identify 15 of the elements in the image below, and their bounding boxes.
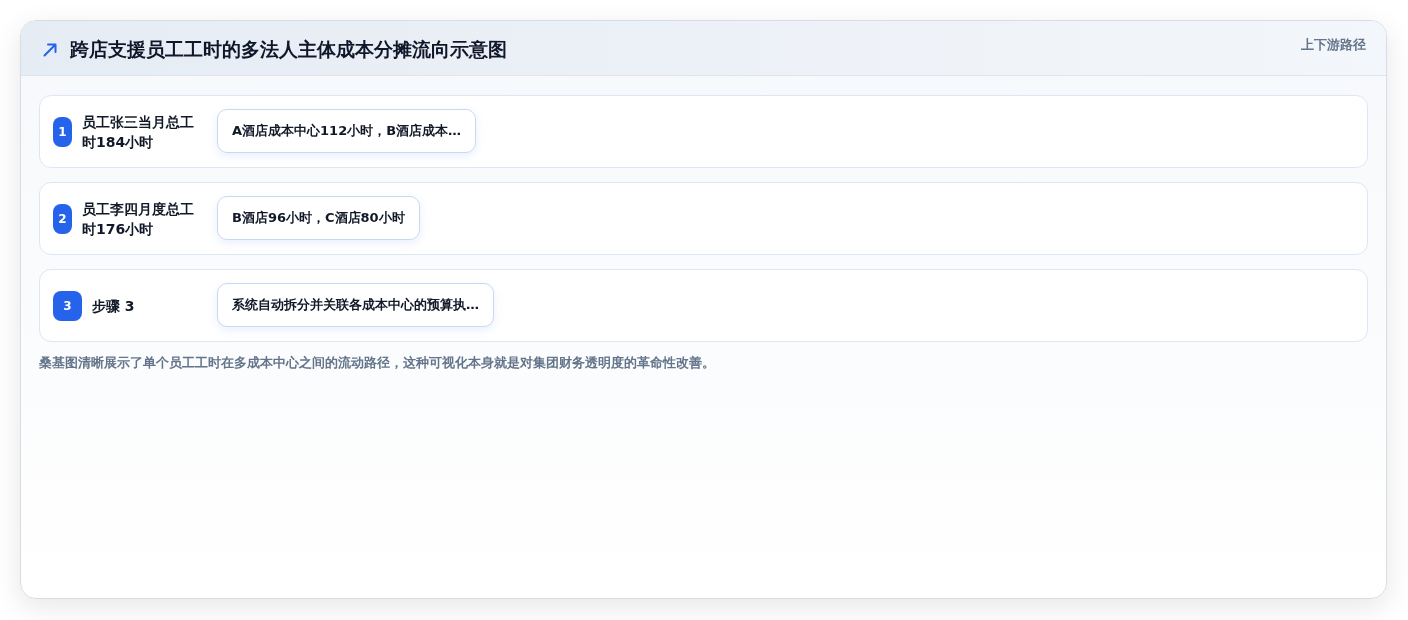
step-label: 步骤 3 — [92, 296, 136, 316]
step-row — [39, 95, 1368, 168]
title: 跨店支援员工工时的多法人主体成本分摊流向示意图 — [70, 37, 507, 62]
step-number-badge: 1 — [53, 117, 72, 147]
caption: 桑基图清晰展示了单个员工工时在多成本中心之间的流动路径，这种可视化本身就是对集团财务透明度的革命性改善。 — [39, 354, 715, 372]
step-number-badge: 3 — [53, 291, 82, 321]
header-note: 上下游路径 — [1301, 36, 1366, 54]
step-row — [39, 182, 1368, 255]
step-label: 员工张三当月总工时184小时 — [82, 112, 195, 152]
detail-box: A酒店成本中心112小时，B酒店成本… — [217, 109, 477, 153]
detail-box: B酒店96小时，C酒店80小时 — [217, 196, 420, 240]
detail-box: 系统自动拆分并关联各成本中心的预算执… — [217, 283, 494, 327]
step-row — [39, 269, 1368, 342]
step-label: 员工李四月度总工时176小时 — [82, 199, 195, 239]
step-number-badge: 2 — [53, 204, 72, 234]
